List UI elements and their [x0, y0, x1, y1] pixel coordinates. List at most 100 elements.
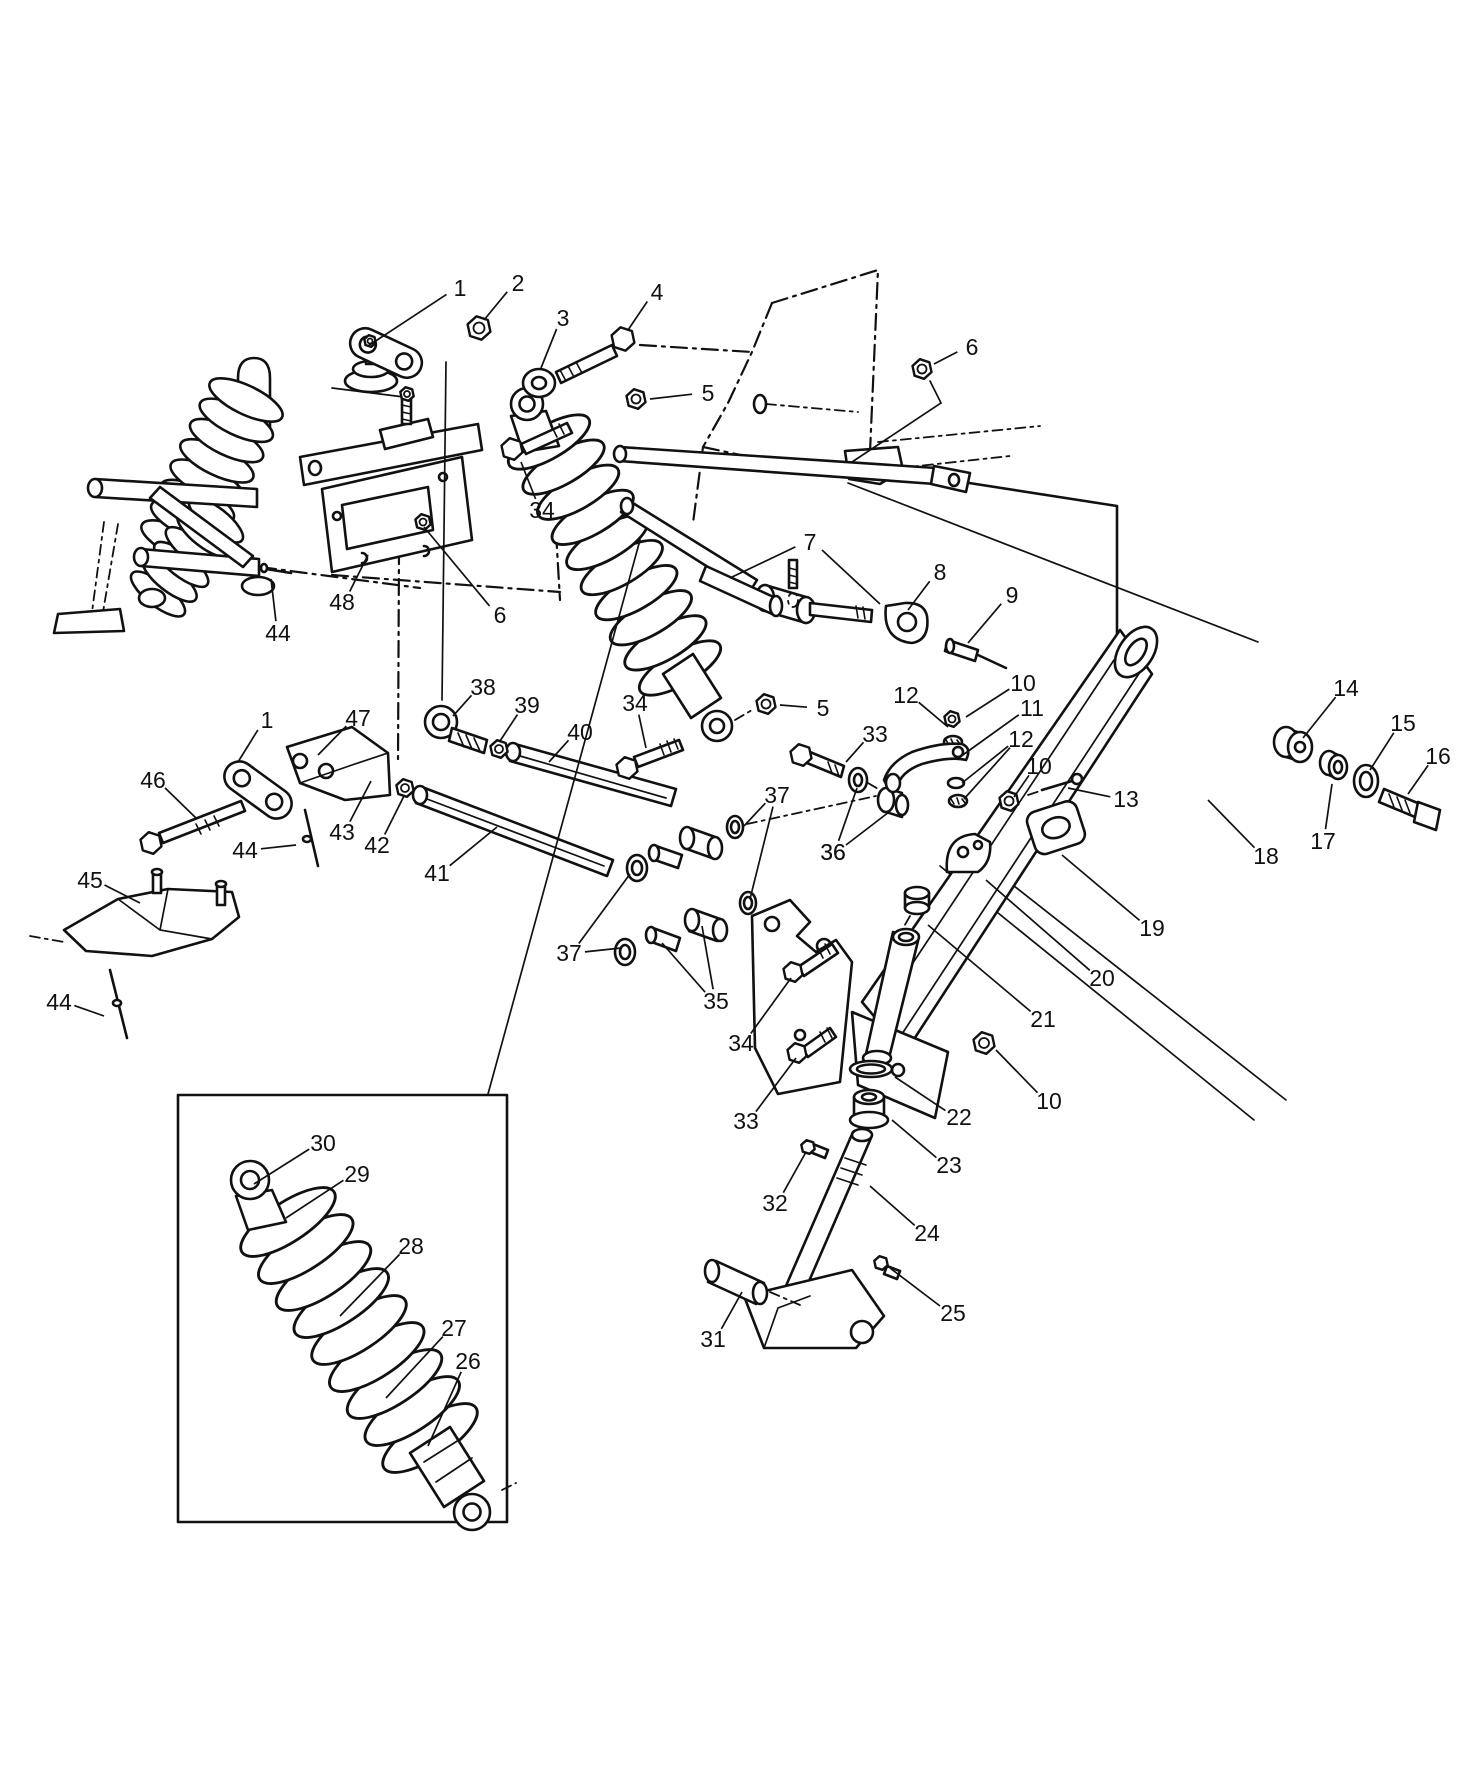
part-number-callout: 6 — [966, 334, 979, 360]
leader-line — [637, 714, 647, 749]
flat-washer — [946, 776, 966, 790]
steering-rod-end — [752, 393, 768, 415]
radius-rod-assembly — [612, 444, 1008, 670]
part-number-callout: 29 — [344, 1161, 370, 1187]
leader-line — [821, 549, 881, 605]
part-number-callout: 40 — [567, 719, 593, 745]
drawing-line — [916, 363, 928, 375]
shock-tower-post — [236, 356, 272, 442]
leader-line — [285, 1179, 344, 1219]
drawing-line — [519, 755, 667, 799]
drawing-line — [139, 831, 163, 855]
drawing-line — [706, 835, 724, 861]
drawing-line — [860, 1092, 878, 1102]
bolt-34-lower-head — [782, 961, 804, 983]
part-number-callout: 20 — [1089, 965, 1115, 991]
drawing-line — [742, 895, 754, 911]
inset-coil-spring — [239, 1186, 479, 1474]
drawing-line — [441, 361, 447, 701]
spring-seat — [137, 587, 167, 609]
drawing-line — [849, 1319, 875, 1345]
drawing-line — [1003, 795, 1015, 807]
drawing-line — [615, 756, 639, 780]
drawing-line — [793, 1028, 807, 1042]
part-number-callout: 10 — [1026, 753, 1052, 779]
drawing-line — [117, 888, 213, 940]
left-suspension-assembly — [52, 342, 413, 635]
drawing-line — [800, 1138, 816, 1156]
drawing-line — [619, 496, 635, 516]
leader-line — [339, 1253, 401, 1317]
nut-6-right — [911, 358, 933, 380]
drawing-line — [111, 998, 123, 1008]
part-number-callout: 21 — [1030, 1006, 1056, 1032]
drawing-line — [307, 459, 323, 477]
bolt-33-upper-head — [789, 743, 813, 767]
leader-line — [427, 1371, 462, 1447]
part-number-callout: 3 — [557, 305, 570, 331]
bolt-46-shank — [157, 799, 247, 845]
part-number-callout: 45 — [77, 867, 103, 893]
drawing-line — [630, 393, 642, 405]
part-number-callout: 19 — [1139, 915, 1165, 941]
bolt-25-head — [873, 1254, 889, 1272]
nut-10-upper — [943, 710, 961, 728]
drawing-line — [683, 907, 701, 933]
drawing-line — [132, 546, 150, 568]
part-number-callout: 12 — [1008, 726, 1034, 752]
drawing-line — [770, 268, 880, 454]
drawing-line — [618, 943, 632, 961]
part-number-callout: 18 — [1253, 843, 1279, 869]
inset-reference-line — [487, 539, 641, 1095]
bolt-25-shank — [882, 1264, 902, 1281]
leader-line — [729, 546, 796, 579]
drawing-line — [1293, 740, 1307, 754]
cotter-pin — [1040, 779, 1074, 792]
drawing-line — [729, 819, 741, 835]
part-number-callout: 4 — [651, 279, 664, 305]
leader-line — [755, 1057, 797, 1113]
bolt-34-mid-head — [615, 756, 639, 780]
drawing-line — [400, 783, 410, 793]
part-number-callout: 26 — [455, 1348, 481, 1374]
ski-foot — [52, 607, 126, 635]
drawing-line — [102, 523, 119, 613]
leader-line — [995, 1049, 1039, 1094]
drawing-line — [1358, 770, 1374, 792]
drawing-line — [659, 738, 679, 756]
drawing-line — [437, 471, 449, 483]
leader-line — [270, 578, 277, 622]
ski-leg-line — [91, 521, 105, 613]
bolt-34-top-head — [500, 437, 524, 461]
bolt-4-shank — [554, 343, 619, 385]
part-number-callout: 5 — [817, 695, 830, 721]
leader-line — [483, 291, 508, 321]
drawing-line — [264, 792, 284, 812]
part-number-callout: 34 — [622, 690, 648, 716]
drawing-line — [150, 867, 164, 877]
leader-line — [845, 741, 865, 763]
part-number-callout: 24 — [914, 1220, 940, 1246]
leader-line — [383, 795, 405, 835]
drawing-line — [787, 592, 799, 608]
leader-line — [260, 844, 297, 850]
drawing-line — [827, 761, 840, 777]
leader-line — [348, 554, 369, 592]
bolt-32-head — [800, 1138, 816, 1156]
drawing-line — [317, 762, 335, 780]
leader-line — [1407, 764, 1429, 795]
leader-line — [961, 745, 1009, 784]
nut-stud-48 — [399, 386, 415, 402]
drawing-line — [1124, 637, 1148, 667]
leader-line — [907, 580, 931, 611]
leader-line — [1067, 787, 1111, 798]
drawing-line — [855, 1063, 887, 1075]
part-number-callout: 36 — [820, 839, 846, 865]
drawing-line — [214, 879, 228, 889]
leader-line — [845, 811, 890, 846]
leader-line — [104, 884, 141, 904]
part-number-callout: 2 — [512, 270, 525, 296]
bolt-33-lower-head — [786, 1041, 808, 1065]
leader-line — [1324, 783, 1333, 830]
leader-line — [452, 694, 473, 717]
